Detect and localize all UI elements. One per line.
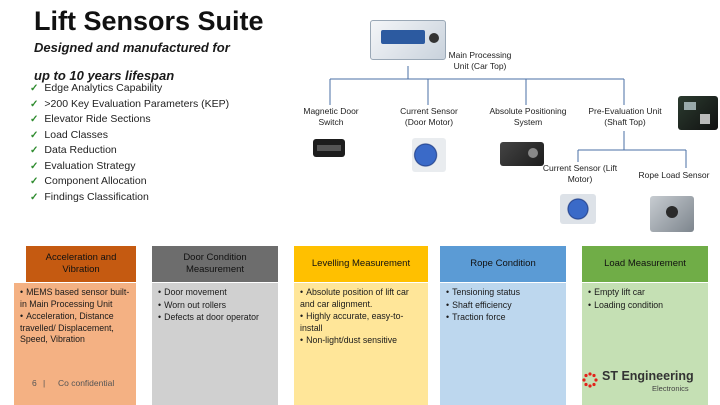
card-body-door: Door movement Worn out rollers Defects a…	[152, 283, 278, 405]
card-body-rope: Tensioning status Shaft efficiency Tract…	[440, 283, 566, 405]
check-icon: ✓	[30, 191, 39, 203]
slide-title: Lift Sensors Suite	[34, 6, 264, 36]
check-icon: ✓	[30, 98, 39, 110]
card-item: Absolute position of lift car and car al…	[300, 287, 422, 310]
company-logo: ST Engineering Electronics	[582, 368, 702, 394]
current-sensor-door-image	[412, 138, 446, 172]
card-item: Non-light/dust sensitive	[300, 335, 422, 347]
main-processing-unit-image	[370, 20, 446, 60]
card-header-load: Load Measurement	[582, 246, 708, 282]
slide-subtitle-lifespan: up to 10 years lifespan	[34, 68, 175, 83]
checklist-item: ✓Component Allocation	[30, 175, 147, 187]
pre-evaluation-unit-image	[678, 96, 718, 130]
card-item: Tensioning status	[446, 287, 560, 299]
card-body-load: Empty lift car Loading condition	[582, 283, 708, 405]
card-item: Traction force	[446, 312, 560, 324]
card-header-levelling: Levelling Measurement	[294, 246, 428, 282]
checklist-item: ✓Elevator Ride Sections	[30, 113, 151, 125]
main-unit-label: Main Processing Unit (Car Top)	[448, 50, 512, 71]
logo-subtext: Electronics	[652, 384, 689, 393]
card-item: Shaft efficiency	[446, 300, 560, 312]
checklist-item: ✓Data Reduction	[30, 144, 117, 156]
card-item: Defects at door operator	[158, 312, 272, 324]
card-body-levelling: Absolute position of lift car and car al…	[294, 283, 428, 405]
check-icon: ✓	[30, 83, 39, 94]
rope-load-sensor-label: Rope Load Sensor	[638, 170, 710, 180]
check-icon: ✓	[30, 176, 39, 187]
card-item: Acceleration, Distance travelled/ Displa…	[20, 311, 130, 346]
pre-evaluation-unit-label: Pre-Evaluation Unit (Shaft Top)	[588, 106, 662, 127]
magnetic-door-switch-image	[313, 139, 345, 157]
footer-separator: |	[43, 378, 46, 388]
feature-checklist: ✓Edge Analytics Capability ✓>200 Key Eva…	[30, 81, 229, 205]
page-number: 6	[32, 378, 37, 388]
card-item: Loading condition	[588, 300, 702, 312]
current-sensor-door-label: Current Sensor (Door Motor)	[400, 106, 458, 127]
checklist-item: ✓Findings Classification	[30, 190, 149, 203]
rope-load-sensor-image	[650, 196, 694, 232]
logo-text: ST Engineering	[602, 369, 694, 383]
check-icon: ✓	[30, 160, 39, 172]
slide-subtitle: Designed and manufactured for	[34, 40, 230, 55]
check-icon: ✓	[30, 129, 39, 141]
checklist-item: ✓Load Classes	[30, 128, 109, 141]
card-item: Empty lift car	[588, 287, 702, 299]
card-item: MEMS based sensor built-in Main Processi…	[20, 287, 130, 310]
absolute-positioning-image	[500, 142, 544, 166]
absolute-positioning-label: Absolute Positioning System	[489, 106, 567, 127]
card-item: Highly accurate, easy-to-install	[300, 311, 422, 334]
card-item: Door movement	[158, 287, 272, 299]
checklist-item: ✓Evaluation Strategy	[30, 159, 136, 172]
card-header-acceleration: Acceleration and Vibration	[26, 246, 136, 282]
logo-mark-icon	[582, 372, 598, 388]
card-body-acceleration: MEMS based sensor built-in Main Processi…	[14, 283, 136, 405]
confidential-label: Co confidential	[58, 378, 115, 388]
checklist-item: ✓>200 Key Evaluation Parameters (KEP)	[30, 97, 230, 110]
checklist-item: ✓Edge Analytics Capability	[30, 82, 163, 94]
card-item: Worn out rollers	[158, 300, 272, 312]
magnetic-door-switch-label: Magnetic Door Switch	[303, 106, 359, 127]
card-header-rope: Rope Condition	[440, 246, 566, 282]
check-icon: ✓	[30, 145, 39, 156]
card-header-door: Door Condition Measurement	[152, 246, 278, 282]
current-sensor-lift-image	[560, 194, 596, 224]
check-icon: ✓	[30, 114, 39, 125]
current-sensor-lift-label: Current Sensor (Lift Motor)	[542, 163, 618, 184]
